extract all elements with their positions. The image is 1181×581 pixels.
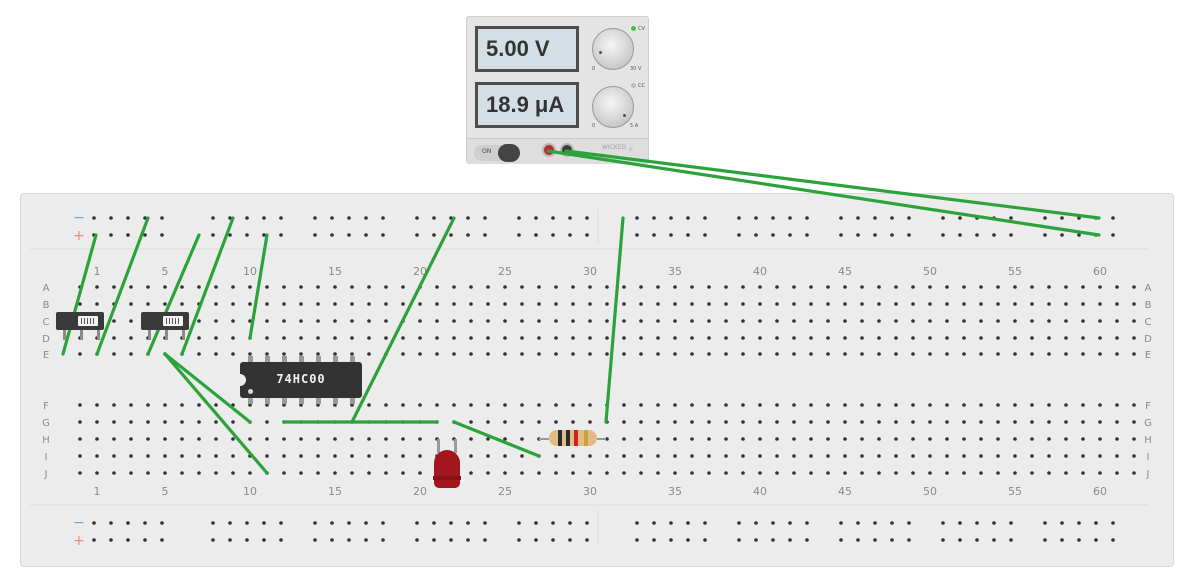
ic-pin (265, 356, 270, 362)
slide-switch-2[interactable] (141, 312, 189, 330)
current-display: 18.9 μA (475, 82, 579, 128)
resistor-band (566, 430, 570, 446)
switch-leg (148, 330, 151, 340)
power-toggle-label: ON (482, 148, 492, 155)
resistor-band (574, 430, 578, 446)
power-toggle[interactable]: ON (474, 144, 520, 162)
ic-pin (316, 356, 321, 362)
led-body (434, 450, 460, 488)
ic-chip-74hc00[interactable]: 74HC00 (234, 362, 362, 398)
slide-switch-thumb[interactable] (78, 316, 98, 326)
ic-notch (234, 374, 246, 386)
power-toggle-knob[interactable] (498, 144, 520, 162)
ic-pin (333, 356, 338, 362)
cc-indicator-icon (631, 83, 636, 88)
ic-pin1-dot (248, 389, 253, 394)
current-knob-max: 5 A (630, 123, 639, 129)
cv-label: CV (638, 26, 645, 32)
ic-pin (350, 398, 355, 404)
switch-leg (80, 330, 83, 340)
led-leg (437, 439, 440, 453)
psu-bottom-panel: ON WICKED ⚡ (467, 138, 648, 164)
switch-leg (182, 330, 185, 340)
ic-pin (282, 398, 287, 404)
voltage-knob-max: 30 V (630, 66, 642, 72)
lightning-bolt-icon: ⚡ (627, 145, 635, 156)
red-led[interactable] (433, 450, 461, 488)
voltage-knob[interactable] (592, 28, 634, 70)
resistor-band (584, 430, 588, 446)
cc-label: CC (638, 83, 645, 89)
positive-terminal[interactable] (542, 143, 556, 157)
ic-pin (350, 356, 355, 362)
ic-label: 74HC00 (276, 372, 326, 386)
switch-leg (63, 330, 66, 340)
resistor-band (558, 430, 562, 446)
ic-pin (333, 398, 338, 404)
switch-leg (165, 330, 168, 340)
ic-pin (265, 398, 270, 404)
ic-pin (248, 398, 253, 404)
voltage-display: 5.00 V (475, 26, 579, 72)
led-rim (433, 476, 461, 480)
slide-switch-thumb[interactable] (163, 316, 183, 326)
voltage-knob-min: 0 (592, 66, 596, 72)
current-knob-min: 0 (592, 123, 596, 129)
switch-leg (97, 330, 100, 340)
breadboard[interactable] (20, 193, 1174, 567)
ic-pin (316, 398, 321, 404)
ic-pin (282, 356, 287, 362)
led-leg (454, 439, 457, 453)
resistor[interactable] (549, 430, 597, 446)
slide-switch-1[interactable] (56, 312, 104, 330)
cv-indicator-icon (631, 26, 636, 31)
negative-terminal[interactable] (560, 143, 574, 157)
ic-pin (248, 356, 253, 362)
dc-power-supply[interactable]: 5.00 V 18.9 μA 0 30 V 0 5 A CV CC ON WIC… (466, 16, 649, 164)
current-knob[interactable] (592, 86, 634, 128)
ic-pin (299, 356, 304, 362)
ic-pin (299, 398, 304, 404)
brand-label: WICKED (602, 144, 627, 151)
